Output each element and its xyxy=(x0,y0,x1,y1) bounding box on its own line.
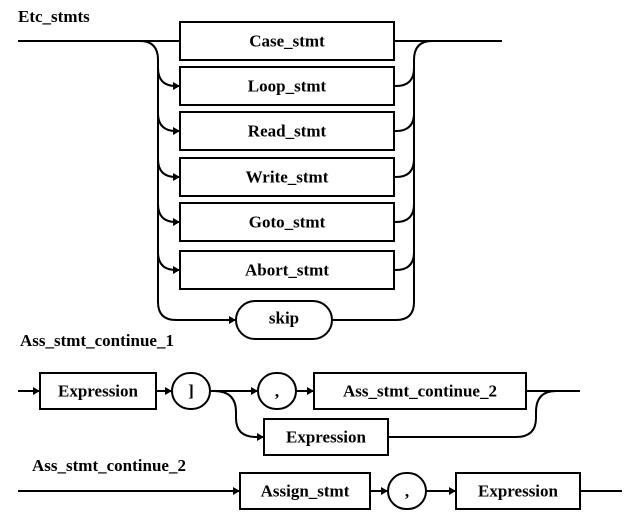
arrow-icon xyxy=(173,173,180,181)
node-ass-stmt-continue-2: Ass_stmt_continue_2 xyxy=(313,372,527,410)
diagram-ass-stmt-continue-1: Ass_stmt_continue_1 Expression ] , Ass_s… xyxy=(18,331,580,456)
svg-text:Goto_stmt: Goto_stmt xyxy=(249,213,326,232)
node-comma-terminal: , xyxy=(257,372,297,410)
svg-text:Assign_stmt: Assign_stmt xyxy=(261,482,350,501)
svg-text:,: , xyxy=(405,482,409,501)
diagram-etc-stmts: Etc_stmts Case_stmt Loop_stmt Read_stmt xyxy=(18,7,502,340)
node-abort-stmt: Abort_stmt xyxy=(179,250,395,290)
node-loop-stmt: Loop_stmt xyxy=(179,66,395,106)
diagram-title-etc-stmts: Etc_stmts xyxy=(18,7,90,26)
arrow-icon xyxy=(33,387,40,395)
arrow-icon xyxy=(173,127,180,135)
node-write-stmt: Write_stmt xyxy=(179,157,395,197)
svg-text:skip: skip xyxy=(269,309,299,328)
diagram-title-ass-stmt-continue-2: Ass_stmt_continue_2 xyxy=(32,456,186,475)
svg-text:,: , xyxy=(275,382,279,401)
svg-text:Case_stmt: Case_stmt xyxy=(249,32,325,51)
arrow-icon xyxy=(173,218,180,226)
svg-text:Expression: Expression xyxy=(478,482,559,501)
node-comma-terminal-2: , xyxy=(387,472,427,510)
diagram-title-ass-stmt-continue-1: Ass_stmt_continue_1 xyxy=(20,331,174,350)
svg-text:Abort_stmt: Abort_stmt xyxy=(245,261,329,280)
arrow-icon xyxy=(251,387,258,395)
arrow-icon xyxy=(257,433,264,441)
node-case-stmt: Case_stmt xyxy=(179,21,395,61)
arrow-icon xyxy=(173,82,180,90)
arrow-icon xyxy=(165,387,172,395)
arrow-icon xyxy=(307,387,314,395)
node-skip-terminal: skip xyxy=(235,300,333,340)
arrow-icon xyxy=(233,487,240,495)
arrow-icon xyxy=(173,266,180,274)
arrow-icon xyxy=(229,316,236,324)
node-goto-stmt: Goto_stmt xyxy=(179,202,395,242)
svg-text:Ass_stmt_continue_2: Ass_stmt_continue_2 xyxy=(343,382,497,401)
arrow-icon xyxy=(381,487,388,495)
node-expression-2: Expression xyxy=(455,472,581,510)
diagram-ass-stmt-continue-2: Ass_stmt_continue_2 Assign_stmt , Expres… xyxy=(18,456,622,510)
svg-text:Write_stmt: Write_stmt xyxy=(246,168,329,187)
svg-text:Expression: Expression xyxy=(286,428,367,447)
node-expression: Expression xyxy=(39,372,157,410)
node-assign-stmt: Assign_stmt xyxy=(239,472,371,510)
node-bracket-terminal: ] xyxy=(171,372,211,410)
svg-text:]: ] xyxy=(188,382,194,401)
svg-text:Expression: Expression xyxy=(58,382,139,401)
node-expression-lower: Expression xyxy=(263,418,389,456)
svg-text:Loop_stmt: Loop_stmt xyxy=(248,77,327,96)
arrow-icon xyxy=(449,487,456,495)
node-read-stmt: Read_stmt xyxy=(179,111,395,151)
rail-left-branch xyxy=(139,40,236,321)
svg-text:Read_stmt: Read_stmt xyxy=(248,122,327,141)
rail-right-merge xyxy=(332,40,433,321)
